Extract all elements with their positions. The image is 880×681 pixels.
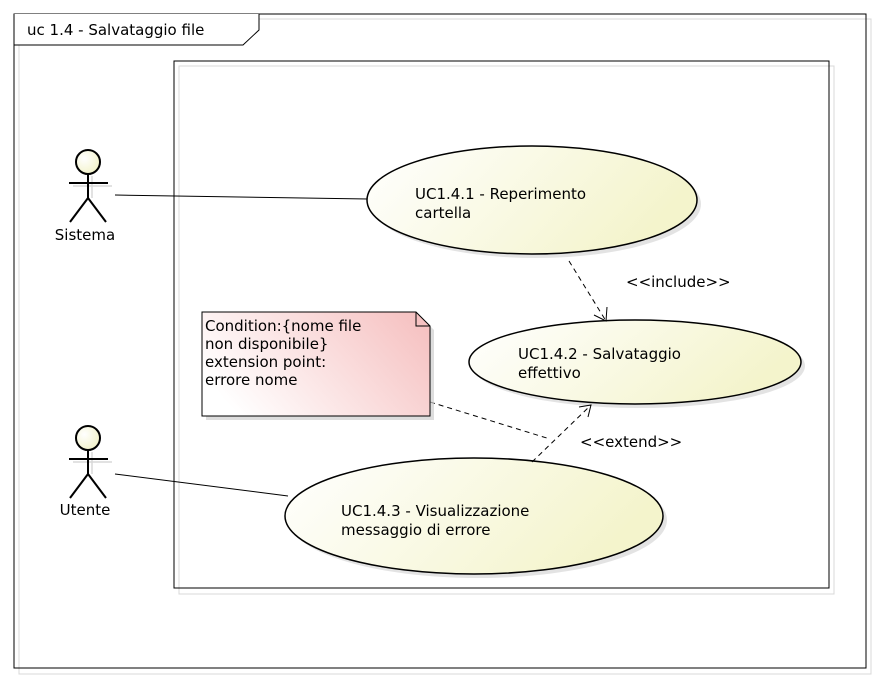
use-case-uc141-line2: cartella: [415, 204, 471, 222]
use-case-uc142[interactable]: UC1.4.2 - Salvataggio effettivo: [468, 319, 805, 408]
actor-sistema-name: Sistema: [55, 226, 115, 244]
actor-utente-head: [75, 425, 101, 451]
system-boundary: [173, 60, 835, 595]
association-sistema-uc141: [114, 194, 369, 200]
frame-title-tab: [13, 14, 260, 46]
actor-utente-name: Utente: [60, 501, 111, 519]
actor-utente[interactable]: Utente: [60, 425, 112, 519]
include-dependency: <<include>>: [568, 260, 731, 322]
note-line4: errore nome: [205, 371, 298, 389]
extend-dependency: <<extend>>: [531, 404, 682, 463]
use-case-uc142-line2: effettivo: [518, 364, 581, 382]
include-label: <<include>>: [626, 273, 731, 291]
actor-sistema-head: [75, 149, 101, 175]
note-fold: [415, 312, 430, 327]
extend-label: <<extend>>: [580, 433, 682, 451]
use-case-uc141-line1: UC1.4.1 - Reperimento: [415, 185, 586, 203]
actor-sistema[interactable]: Sistema: [55, 149, 115, 244]
use-case-uc141[interactable]: UC1.4.1 - Reperimento cartella: [366, 145, 701, 258]
use-case-uc142-line1: UC1.4.2 - Salvataggio: [518, 345, 681, 363]
use-case-uc143-line1: UC1.4.3 - Visualizzazione: [341, 502, 529, 520]
condition-note[interactable]: Condition:{nome file non disponibile} ex…: [201, 311, 434, 420]
use-case-uc143-line2: messaggio di errore: [341, 521, 491, 539]
note-line3: extension point:: [205, 353, 326, 371]
use-case-uc143[interactable]: UC1.4.3 - Visualizzazione messaggio di e…: [284, 457, 667, 578]
note-line2: non disponibile}: [205, 335, 328, 353]
frame-title: uc 1.4 - Salvataggio file: [27, 21, 204, 39]
note-anchor: [429, 401, 551, 440]
note-line1: Condition:{nome file: [205, 317, 361, 335]
association-utente-uc143: [114, 473, 289, 497]
diagram-frame: uc 1.4 - Salvataggio file: [13, 13, 872, 675]
